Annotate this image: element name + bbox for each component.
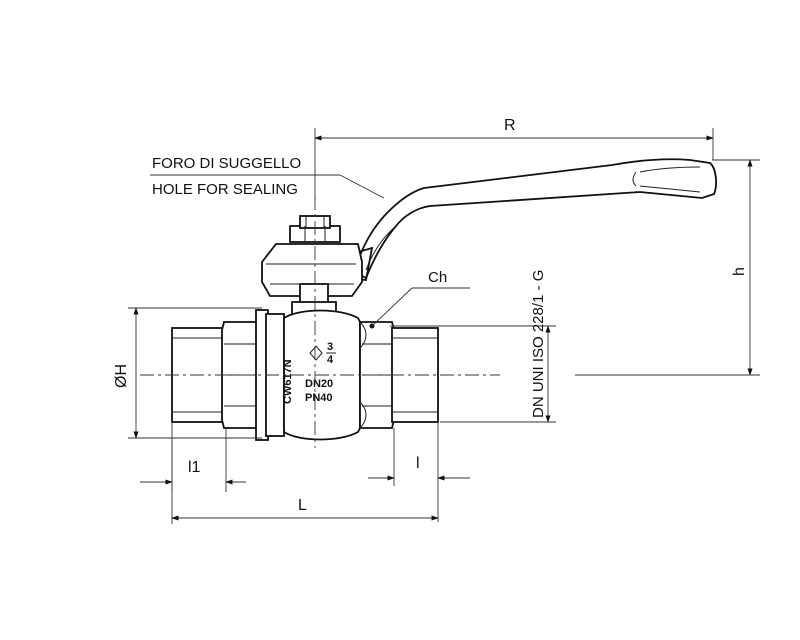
dim-DN: DN UNI ISO 228/1 - G [390, 270, 556, 423]
body-markings: CW617N 3 4 DN20 PN40 [282, 341, 336, 404]
dim-R: R [314, 117, 714, 200]
material-mark: CW617N [282, 359, 294, 404]
size-numerator: 3 [327, 341, 333, 353]
lever-handle [346, 158, 717, 281]
dim-L-label: L [298, 497, 307, 514]
dim-h-label: h [731, 267, 748, 276]
sealing-callout: FORO DI SUGGELLO HOLE FOR SEALING [150, 155, 385, 199]
dim-h: h [712, 159, 760, 376]
size-denominator: 4 [327, 354, 334, 366]
lever-base-plate [261, 243, 363, 297]
dim-R-label: R [504, 117, 516, 134]
sealing-label-en: HOLE FOR SEALING [152, 181, 298, 198]
sealing-label-it: FORO DI SUGGELLO [152, 155, 301, 172]
chamfer-label: Ch [428, 269, 447, 286]
dim-l: l [368, 422, 470, 522]
dim-l1-label: l1 [188, 459, 201, 476]
center-lines [140, 196, 760, 448]
dim-H: ØH [113, 307, 262, 439]
standard-label: DN UNI ISO 228/1 - G [530, 270, 547, 418]
dim-l-label: l [416, 455, 420, 472]
diamond-mark [309, 345, 323, 361]
dim-L: L [171, 440, 439, 524]
dim-H-label: ØH [113, 364, 130, 388]
pn-mark: PN40 [305, 392, 333, 404]
dim-l1: l1 [140, 422, 246, 492]
dn-mark: DN20 [305, 378, 333, 390]
chamfer-callout: Ch [371, 269, 470, 327]
